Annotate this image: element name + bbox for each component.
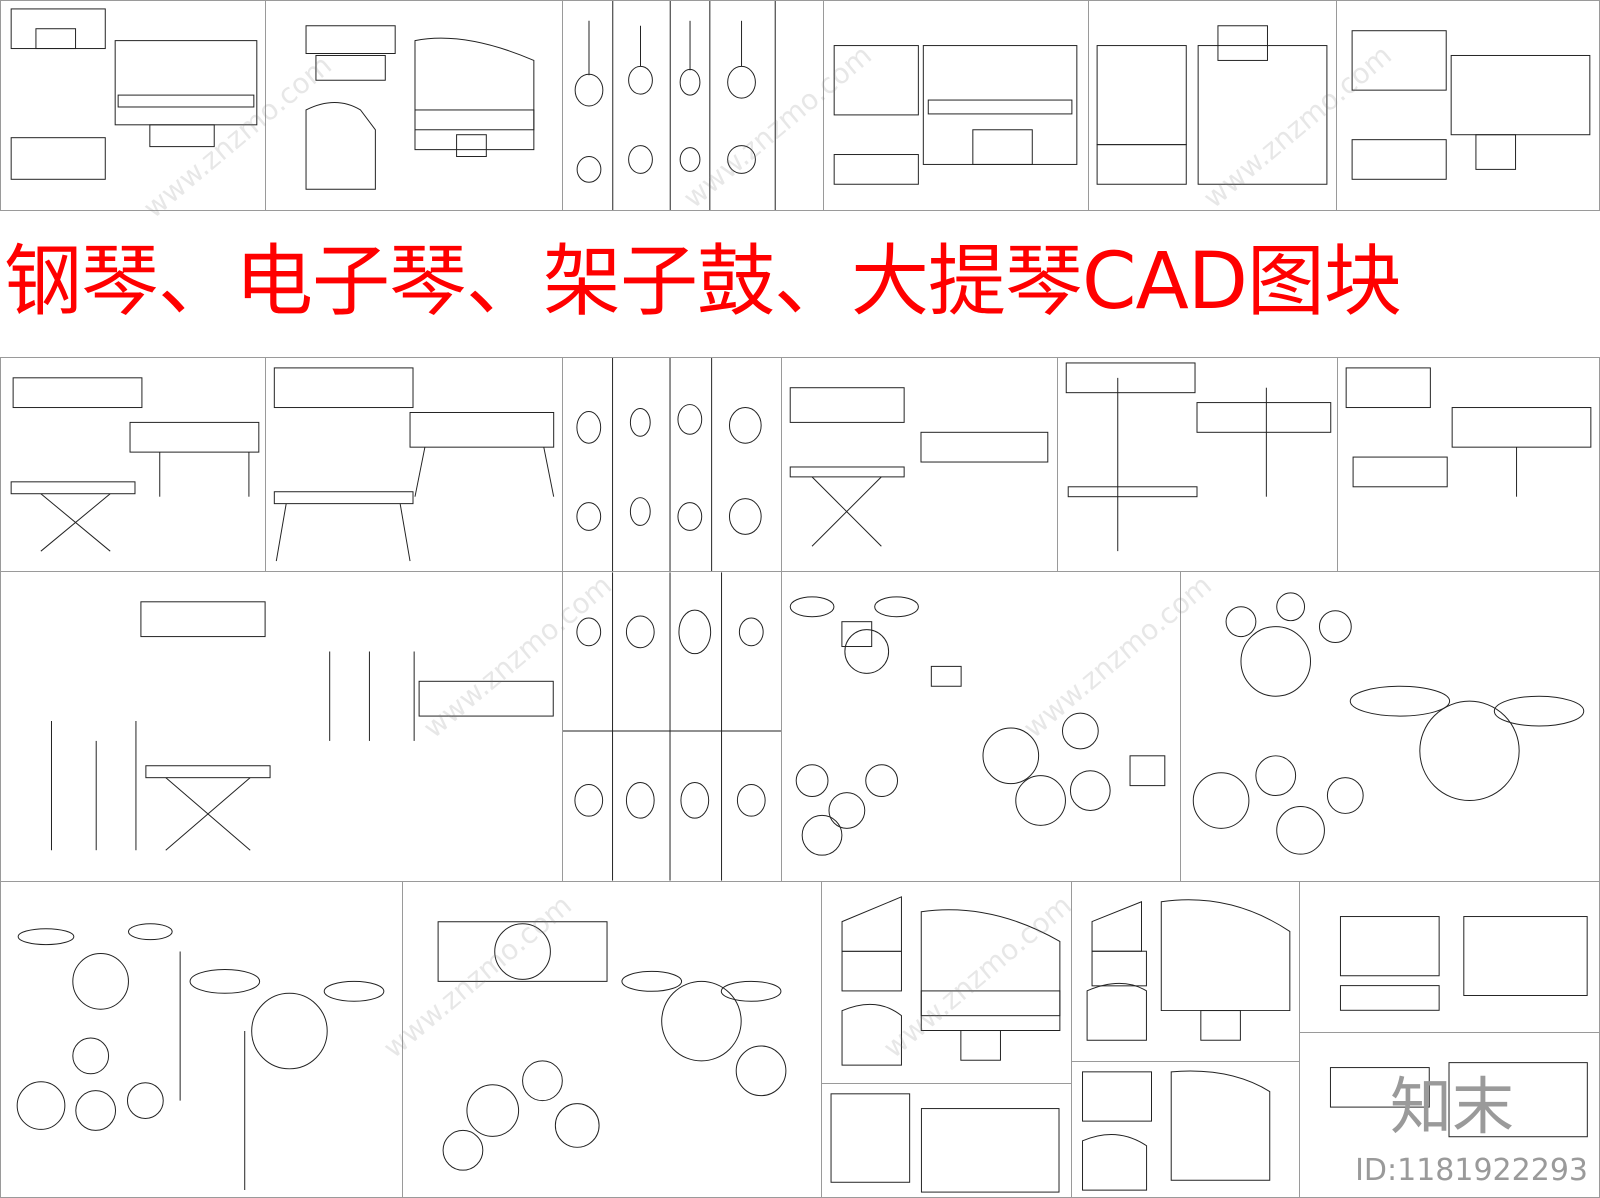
panel-upright-piano-1	[0, 0, 266, 211]
guitars-2-drawing	[576, 358, 762, 571]
panel-upright-piano-2	[1088, 0, 1337, 211]
drum-kit-3-drawing	[16, 923, 385, 1191]
page-title: 钢琴、电子琴、架子鼓、大提琴CAD图块	[4, 237, 1402, 327]
panel-keyboard-3	[781, 357, 1058, 572]
cellos-drawing	[563, 572, 781, 881]
upright-piano-5-drawing	[830, 1093, 1060, 1193]
grand-piano-1-drawing	[841, 896, 1061, 1066]
panel-grand-piano-2	[1071, 881, 1300, 1062]
id-label: ID:1181922293	[1355, 1153, 1588, 1188]
upright-piano-2-drawing	[1096, 25, 1328, 185]
panel-upright-piano-3	[1336, 0, 1600, 211]
digital-piano-drawing	[1329, 1062, 1588, 1138]
panel-digital-piano	[1299, 1032, 1600, 1198]
electric-piano-drawing	[833, 45, 1078, 185]
panel-keyboard-2	[265, 357, 563, 572]
antique-piano-drawing	[305, 25, 535, 190]
panel-antique-piano	[265, 0, 563, 211]
drum-kit-4-drawing	[437, 921, 787, 1171]
keyboard-3-drawing	[789, 387, 1049, 547]
panel-drum-kit-4	[402, 881, 822, 1198]
panel-electric-piano	[823, 0, 1089, 211]
panel-synth	[1337, 357, 1600, 572]
grand-piano-3-drawing	[1082, 1070, 1271, 1191]
panel-grand-piano-1	[821, 881, 1072, 1084]
panel-drum-kit-2	[1180, 571, 1600, 882]
brand-logo: 知末	[1389, 1070, 1514, 1143]
panel-guitars-1	[562, 0, 824, 211]
panel-cellos-guitars	[562, 571, 782, 882]
panel-guitars-2	[562, 357, 782, 572]
drum-kit-2-drawing	[1192, 592, 1585, 855]
panel-mic-stands-keyboard	[0, 571, 563, 882]
grand-piano-2-drawing	[1086, 899, 1291, 1041]
panel-drum-kit-1	[781, 571, 1181, 882]
synth-drawing	[1345, 367, 1592, 497]
mic-stands-drawing	[50, 601, 554, 851]
panel-keyboard-stand	[1057, 357, 1338, 572]
guitars-drawing	[574, 1, 776, 210]
panel-upright-piano-5	[821, 1083, 1072, 1198]
upright-piano-3-drawing	[1351, 30, 1591, 180]
title-band: 钢琴、电子琴、架子鼓、大提琴CAD图块	[0, 210, 1600, 358]
drum-kit-1-drawing	[789, 596, 1166, 856]
keyboard-2-drawing	[273, 367, 555, 562]
upright-piano-drawing	[10, 8, 258, 180]
panel-keyboard-1	[0, 357, 266, 572]
panel-grand-piano-3	[1071, 1061, 1300, 1198]
panel-upright-piano-4	[1299, 881, 1600, 1033]
keyboard-1-drawing	[10, 377, 260, 552]
upright-piano-4-drawing	[1339, 916, 1588, 1011]
panel-drum-kit-3	[0, 881, 403, 1198]
keyboard-stand-drawing	[1065, 362, 1332, 552]
